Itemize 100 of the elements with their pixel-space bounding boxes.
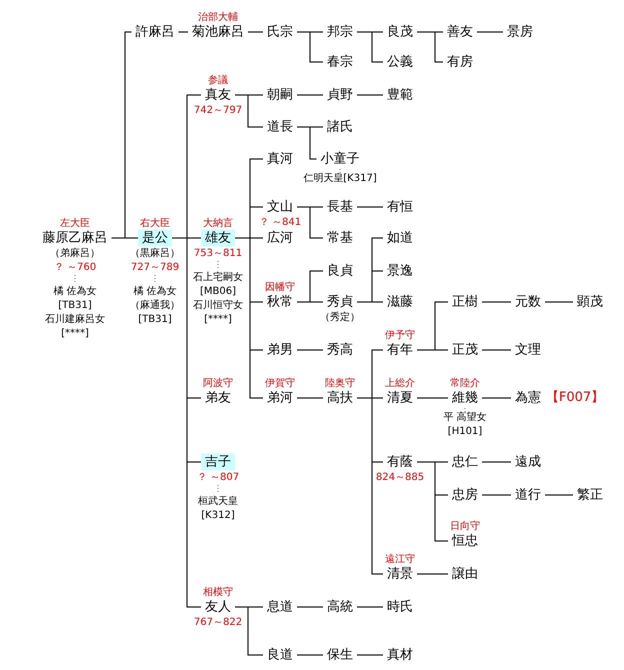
note-text: [H101] (448, 426, 482, 438)
lineage-line (356, 398, 384, 574)
person-name: 正茂 (448, 342, 482, 358)
person-name: 常基 (323, 230, 357, 246)
person-name: 弟河 (263, 390, 297, 406)
official-title: 阿波守 (203, 378, 233, 390)
person-name: 道長 (263, 118, 297, 136)
person-name: 秋常 (263, 294, 297, 310)
person-name: 高統 (323, 598, 357, 616)
life-dates: ？ ～841 (258, 217, 302, 229)
lineage-line (234, 94, 264, 128)
note-text: 石川恒守女 (193, 300, 243, 312)
person-name: 善友 (443, 24, 477, 40)
person-name: 維幾 (448, 390, 482, 406)
person-name: 道行 (511, 486, 545, 504)
person-name: 保生 (323, 646, 357, 664)
official-title: 日向守 (450, 521, 480, 533)
person-name: 譲由 (448, 566, 482, 582)
person-name: 清景 (383, 566, 417, 582)
life-dates: 824～885 (376, 472, 424, 484)
note-text: [K312] (201, 510, 235, 522)
highlighted-name: 吉子 (201, 454, 235, 470)
person-name: 有房 (443, 54, 477, 70)
note-text: [TB31] (138, 314, 172, 326)
lineage-line (482, 494, 512, 496)
official-title: 右大臣 (140, 218, 170, 230)
lineage-line (234, 606, 264, 656)
highlighted-name: 是公 (138, 230, 172, 246)
note-text: （麻通我） (130, 300, 180, 312)
note-text: 仁明天皇[K317] (303, 173, 377, 185)
official-title: 上総介 (385, 378, 415, 390)
person-name: 弟友 (201, 390, 235, 406)
person-name: 氏宗 (263, 24, 297, 40)
official-title: 大納言 (203, 218, 233, 230)
note-text: 橘 佐為女 (133, 286, 177, 298)
life-dates: 753～811 (194, 248, 242, 260)
note-text: 橘 佐為女 (53, 286, 97, 298)
lineage-line (356, 654, 384, 656)
lineage-line (296, 654, 324, 656)
official-title: 相模守 (203, 587, 233, 599)
lineage-line (356, 606, 384, 608)
life-dates: 742～797 (194, 105, 242, 117)
note-text: [MB06] (200, 286, 236, 298)
person-name: 有蔭 (383, 454, 417, 470)
note-text: [****] (61, 328, 89, 340)
lineage-line (296, 206, 324, 238)
person-name: 如道 (383, 230, 417, 246)
note-text: 石上宅嗣女 (193, 272, 243, 284)
note-text: 桓武天皇 (198, 496, 238, 508)
person-name: 清夏 (383, 390, 417, 406)
person-name: 良貞 (323, 262, 357, 280)
official-title: 参議 (208, 75, 228, 87)
official-title: 陸奥守 (325, 378, 355, 390)
person-name: 息道 (263, 598, 297, 616)
person-name: 文理 (511, 342, 545, 358)
person-name: 春宗 (323, 54, 357, 70)
note-text: [TB31] (58, 300, 92, 312)
person-name: 豊範 (383, 86, 417, 104)
person-name: 弟男 (263, 342, 297, 358)
person-name: 元数 (511, 294, 545, 310)
lineage-line (296, 606, 324, 608)
person-name: 文山 (263, 198, 297, 216)
person-name: 小童子 (316, 150, 364, 168)
person-name: 公義 (383, 54, 417, 70)
person-name: 藤原乙麻呂 (38, 230, 112, 246)
person-name: 忠房 (448, 486, 482, 504)
person-name: 恒忠 (448, 532, 482, 550)
life-dates: 767～822 (194, 617, 242, 629)
highlighted-name: 雄友 (201, 230, 235, 246)
official-title: 伊予守 (385, 330, 415, 342)
life-dates: 727～789 (130, 262, 180, 274)
lineage-line (356, 206, 384, 208)
person-name: 高扶 (323, 390, 357, 406)
official-title: 左大臣 (60, 218, 90, 230)
person-name: 正樹 (448, 294, 482, 310)
lineage-line (296, 32, 324, 62)
person-name: 諸氏 (323, 118, 357, 136)
person-name: 友人 (201, 598, 235, 616)
person-name: 邦宗 (323, 24, 357, 40)
lineage-line (416, 32, 444, 62)
note-text: [****] (204, 314, 232, 326)
lineage-line (416, 462, 448, 542)
person-name: 朝嗣 (263, 86, 297, 104)
note-text: （秀定） (320, 312, 360, 324)
official-title: 治部大輔 (198, 12, 238, 24)
person-name: 菊池麻呂 (188, 24, 248, 40)
lineage-line (356, 94, 384, 96)
life-dates: ？ ～760 (54, 262, 96, 274)
person-name: 真河 (263, 150, 297, 168)
note-text: 平 高望女 (443, 412, 487, 424)
person-name: 景房 (503, 24, 537, 40)
person-name: 良道 (263, 646, 297, 664)
person-name: 為憲 (511, 390, 545, 406)
note-text: （弟麻呂） (50, 248, 100, 260)
note-text: 石川建麻呂女 (45, 314, 105, 326)
lineage-line (544, 494, 574, 496)
reference-code: 【F007】 (546, 390, 604, 406)
note-text: （黒麻呂） (130, 248, 180, 260)
person-name: 秀高 (323, 342, 357, 358)
lineage-line (234, 238, 264, 398)
